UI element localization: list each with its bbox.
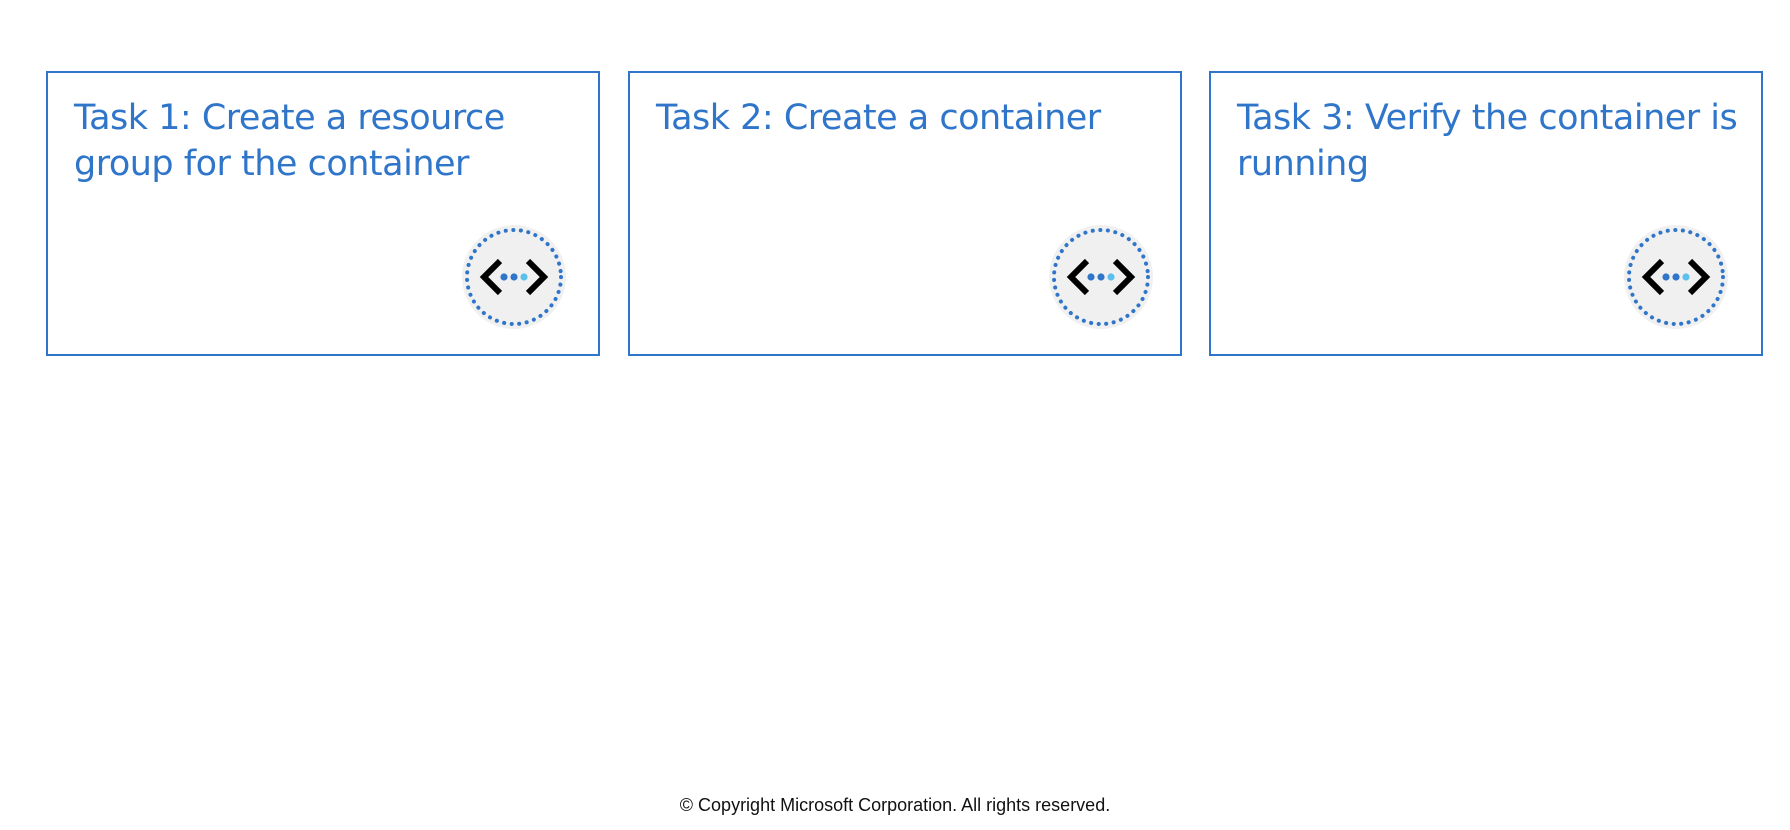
task-card-1[interactable]: Task 1: Create a resource group for the … bbox=[46, 71, 600, 356]
task-card-title: Task 2: Create a container bbox=[656, 98, 1101, 138]
code-brackets-icon[interactable] bbox=[1624, 225, 1728, 329]
task-card-3[interactable]: Task 3: Verify the container is running bbox=[1209, 71, 1763, 356]
code-brackets-icon[interactable] bbox=[1049, 225, 1153, 329]
task-card-2[interactable]: Task 2: Create a container bbox=[628, 71, 1182, 356]
task-card-title: Task 1: Create a resource group for the … bbox=[74, 98, 505, 184]
task-card-title: Task 3: Verify the container is running bbox=[1237, 98, 1738, 184]
code-brackets-icon[interactable] bbox=[462, 225, 566, 329]
copyright-footer: © Copyright Microsoft Corporation. All r… bbox=[679, 795, 1111, 815]
task-cards: Task 1: Create a resource group for the … bbox=[46, 71, 1766, 356]
